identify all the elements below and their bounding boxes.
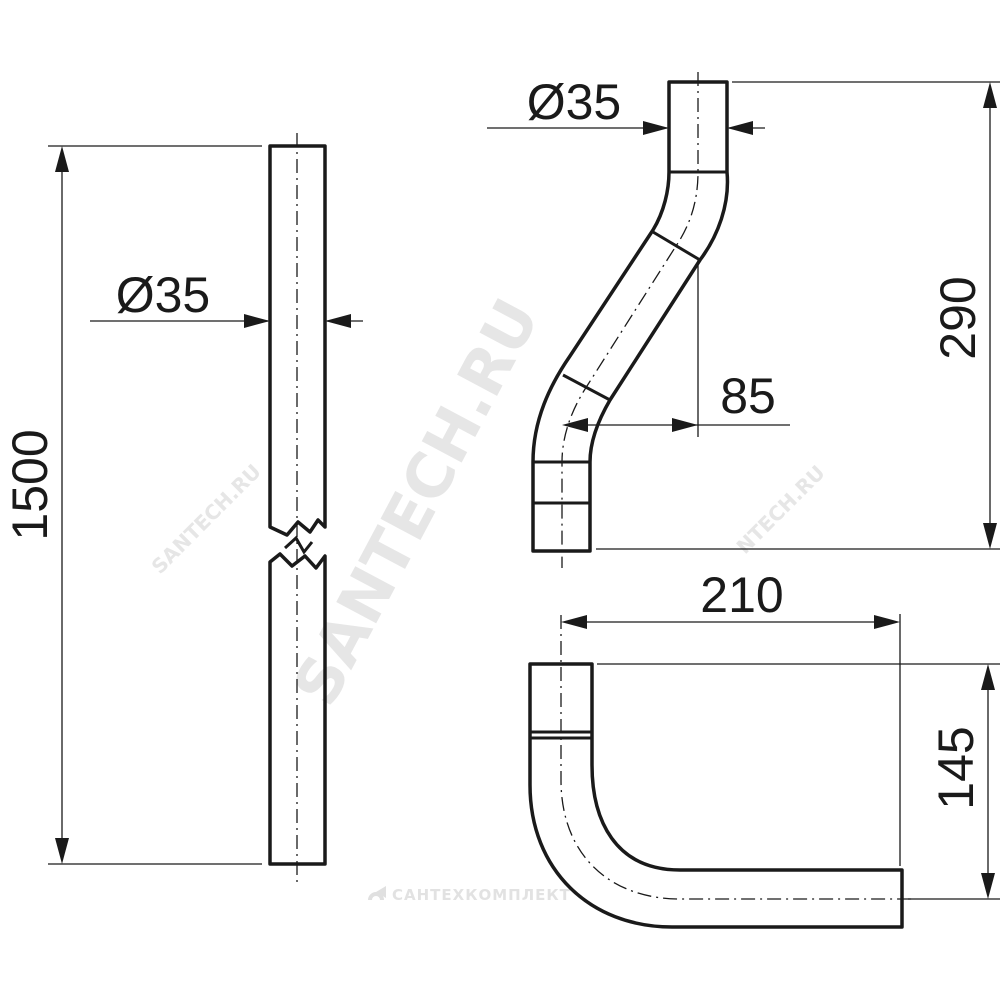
elbow-pipe-outline (528, 662, 904, 929)
straight-pipe (268, 133, 327, 886)
dim-elbow-height: 145 (597, 663, 1000, 900)
dim-label-diameter-offset: Ø35 (527, 74, 622, 130)
offset-pipe-outline (531, 80, 730, 553)
dim-label-85: 85 (720, 368, 776, 424)
elbow-pipe-centerline (560, 615, 914, 900)
dim-label-145: 145 (928, 726, 984, 809)
dim-elbow-length: 210 (561, 567, 901, 866)
dim-offset-85: 85 (562, 260, 790, 437)
dim-arrow-up (55, 146, 69, 172)
straight-pipe-upper-body (268, 144, 327, 537)
offset-pipe (531, 72, 730, 568)
straight-pipe-lower-body (268, 552, 327, 866)
watermark-main: SANTECH.RU (279, 287, 554, 717)
dim-straight-length: 1500 (2, 145, 262, 865)
dim-label-290: 290 (930, 276, 986, 359)
dim-label-210: 210 (700, 567, 783, 623)
watermark-corner-left: SANTECH.RU (147, 459, 266, 578)
dim-label-1500: 1500 (2, 429, 58, 540)
elbow-pipe (528, 615, 914, 929)
dim-straight-diameter: Ø35 (90, 267, 363, 328)
offset-pipe-seam-upper-bend (652, 230, 701, 262)
dim-offset-height: 290 (596, 81, 1000, 550)
watermark-corner-right: NTECH.RU (732, 460, 830, 558)
santech-logo-icon (368, 886, 386, 900)
offset-pipe-centerline (561, 72, 699, 568)
straight-pipe-break-mark (283, 535, 314, 555)
dim-offset-diameter: Ø35 (487, 74, 765, 135)
dim-label-diameter-straight: Ø35 (116, 267, 211, 323)
dim-arrow-down (55, 838, 69, 864)
watermark-small: САНТЕХКОМПЛЕКТ (392, 886, 571, 904)
